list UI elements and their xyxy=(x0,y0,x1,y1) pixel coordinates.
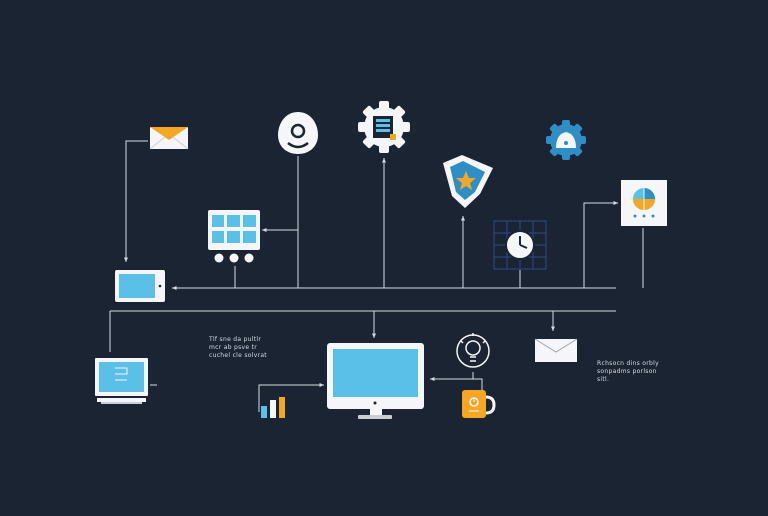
laptop-icon xyxy=(115,270,165,302)
caption-right: Rchsocn dins orbly sonpadms porlson sitl… xyxy=(597,360,659,383)
lightbulb-icon xyxy=(456,333,490,368)
connector-envelope-laptop xyxy=(124,140,148,262)
connector-barchart xyxy=(258,383,324,412)
laptop-lower-icon xyxy=(95,358,148,404)
connector-mug xyxy=(430,377,483,392)
monitor-icon xyxy=(327,343,424,419)
connectors xyxy=(109,140,644,412)
user-icon xyxy=(278,112,318,154)
caption-left: Tlf sne da pultlr mcr ab psve tr cuchel … xyxy=(209,336,267,359)
mug-icon xyxy=(462,390,496,418)
envelope-icon xyxy=(149,127,189,150)
dashboard-icon xyxy=(208,210,260,263)
shield-star-icon xyxy=(443,155,493,208)
connector-pie xyxy=(583,201,618,288)
cloud-gear-icon xyxy=(546,120,586,160)
envelope-right-icon xyxy=(534,338,578,362)
clock-icon xyxy=(493,220,547,270)
bar-chart-icon xyxy=(261,397,285,418)
pie-chart-icon xyxy=(621,180,667,226)
gear-server-icon xyxy=(358,101,410,153)
